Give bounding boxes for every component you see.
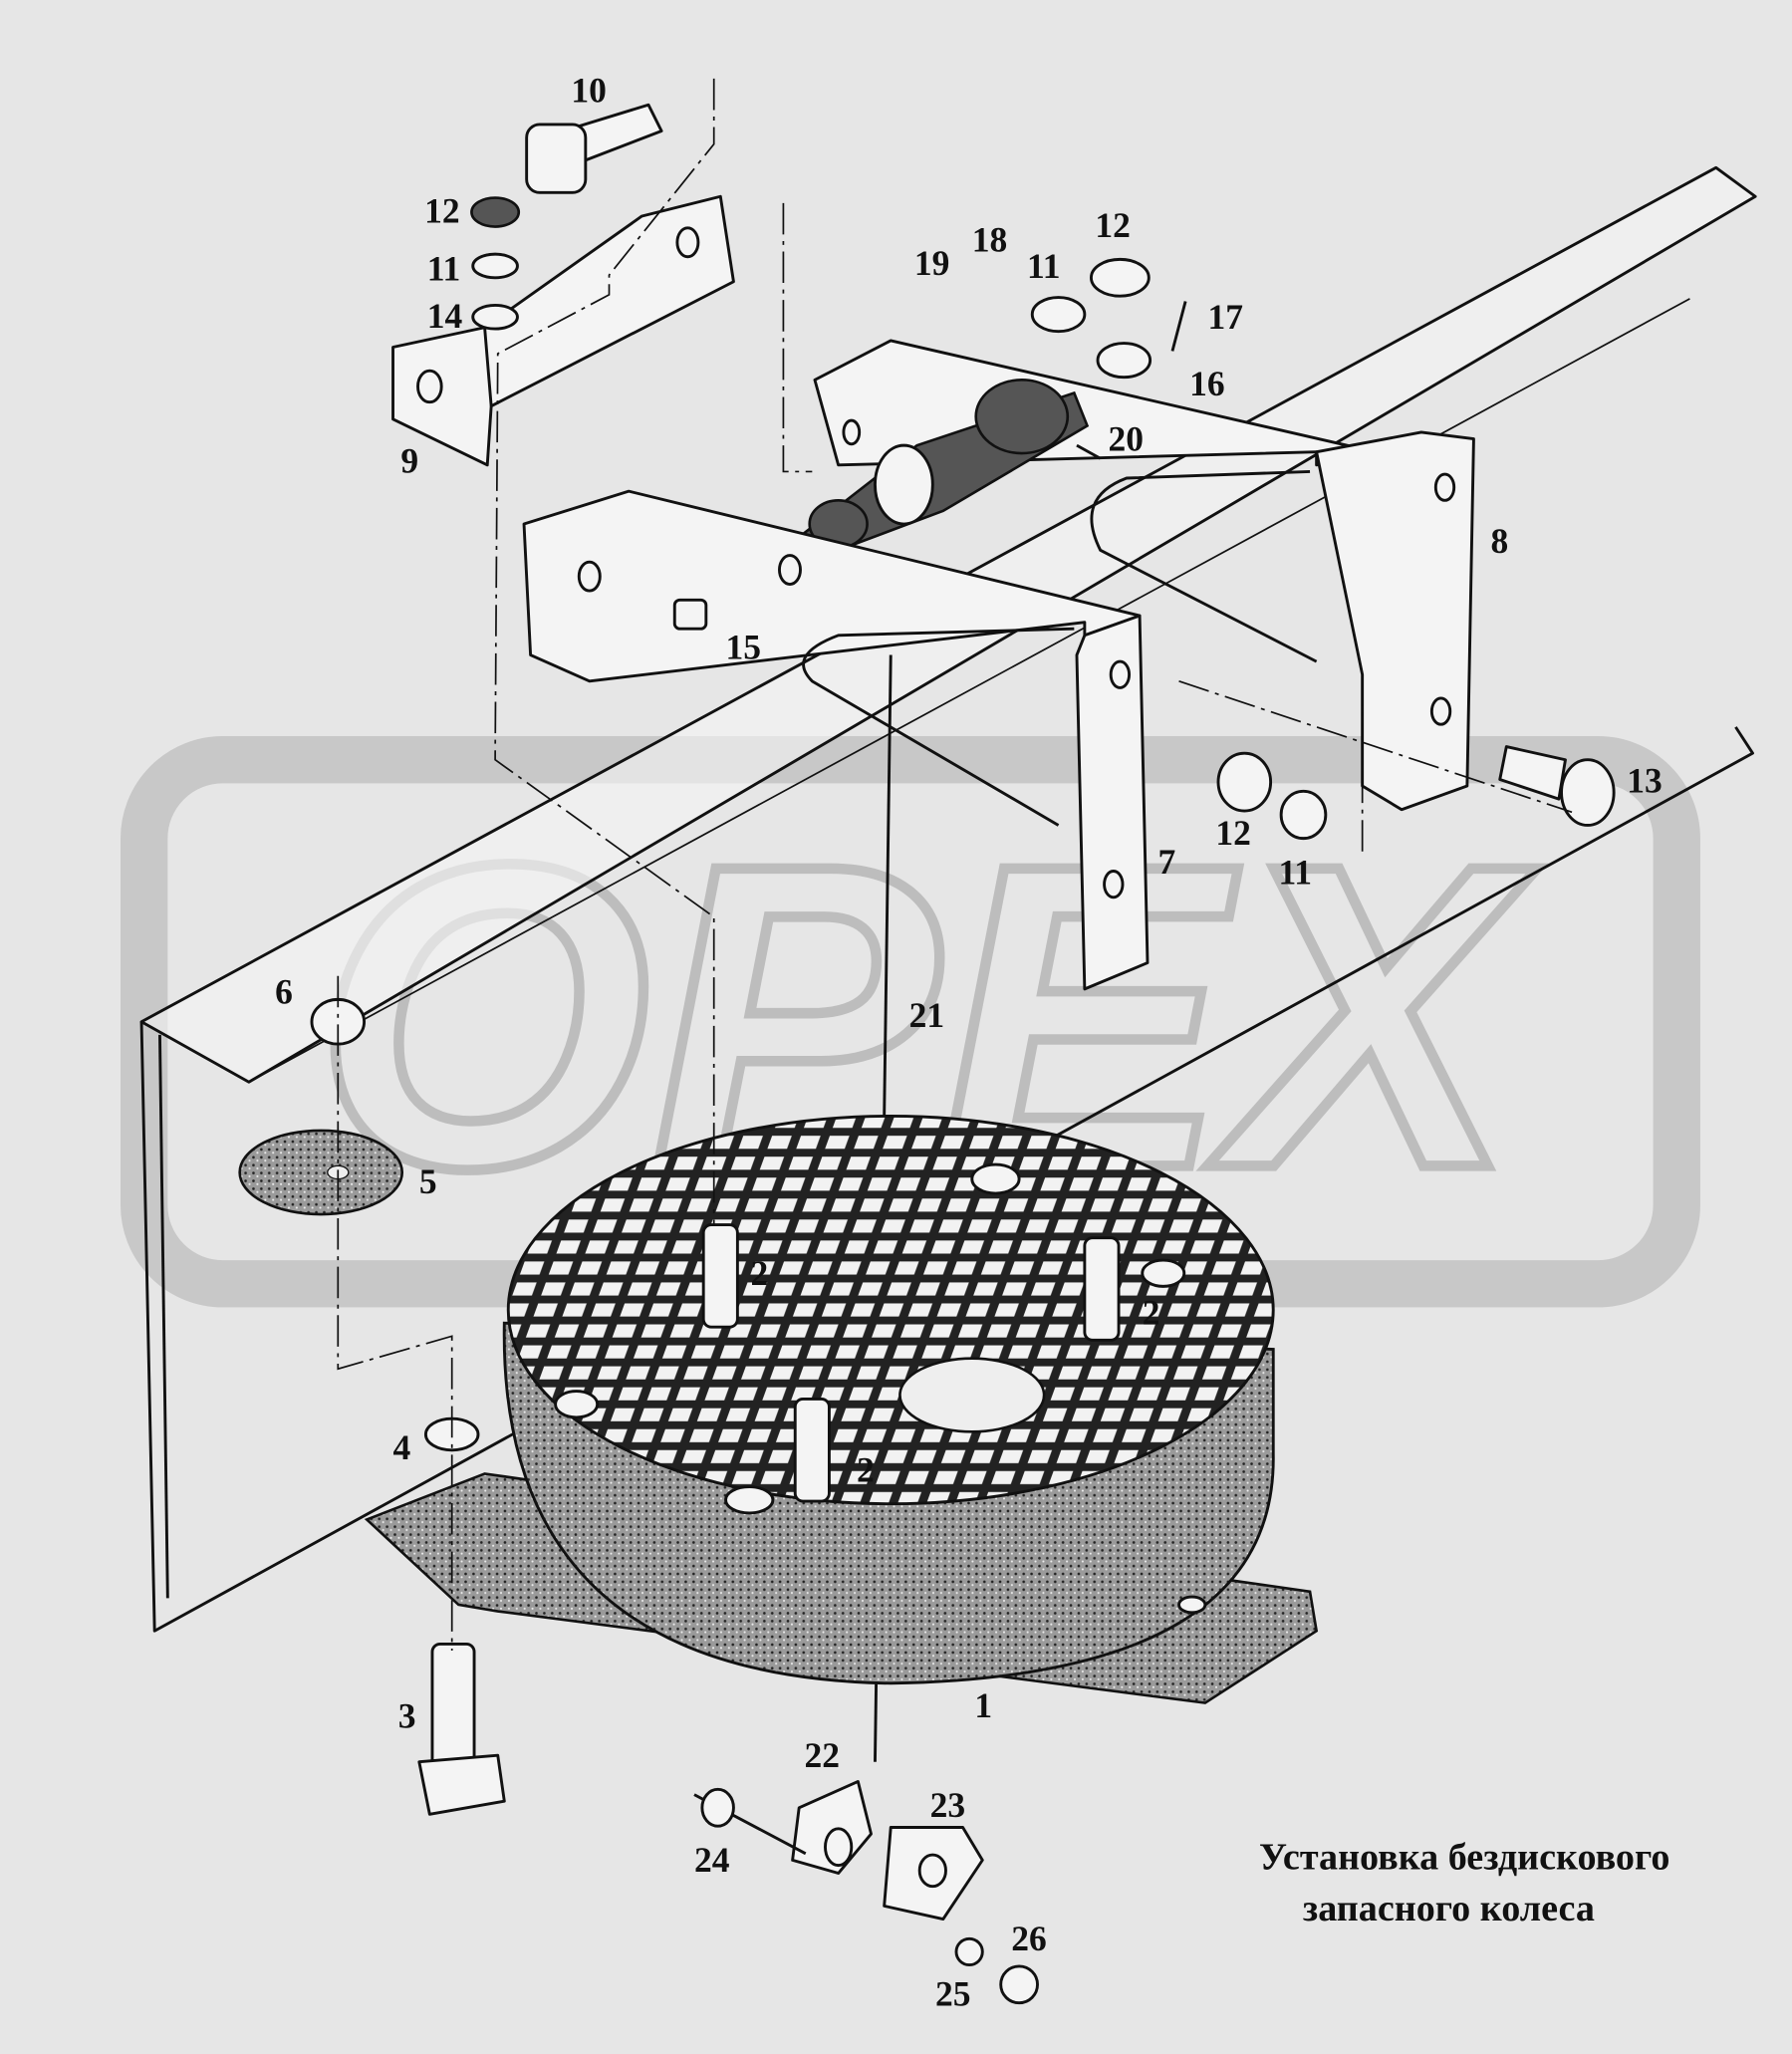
nut-12-lower <box>1216 751 1273 813</box>
washer-11-lower <box>1279 789 1328 841</box>
washer-11-upper <box>471 252 519 280</box>
label-13: 13 <box>1627 761 1663 801</box>
caption-line-2: запасного колеса <box>1303 1888 1595 1929</box>
washer-14 <box>471 303 519 331</box>
label-5: 5 <box>419 1161 437 1201</box>
label-21: 21 <box>909 995 945 1035</box>
bolt-3 <box>417 1642 506 1816</box>
label-18: 18 <box>972 219 1008 259</box>
label-9: 9 <box>400 441 418 481</box>
label-15: 15 <box>726 627 762 666</box>
stud-2 <box>1083 1236 1121 1342</box>
label-2: 2 <box>1143 1293 1160 1333</box>
washer-16 <box>1096 342 1152 380</box>
pin-20 <box>1076 443 1102 460</box>
diagram-caption: Установка бездискового запасного колеса <box>1259 1837 1669 1929</box>
label-22: 22 <box>804 1735 840 1775</box>
bracket-7 <box>522 489 1150 991</box>
label-10: 10 <box>571 71 607 111</box>
label-4: 4 <box>393 1427 411 1467</box>
caption-line-1: Установка бездискового <box>1259 1837 1669 1879</box>
bolt-13 <box>1498 745 1616 827</box>
label-1: 1 <box>974 1685 992 1725</box>
washer-25 <box>954 1936 984 1967</box>
bolt-10 <box>525 103 663 194</box>
plate-22 <box>791 1780 873 1875</box>
label-12: 12 <box>1215 813 1251 853</box>
label-2: 2 <box>751 1253 769 1293</box>
label-12: 12 <box>424 191 460 231</box>
label-8: 8 <box>1491 521 1509 561</box>
nut-12-upper <box>470 196 521 228</box>
label-14: 14 <box>427 296 463 336</box>
label-2: 2 <box>857 1449 875 1489</box>
label-26: 26 <box>1011 1919 1047 1958</box>
label-3: 3 <box>398 1696 416 1736</box>
bolt-24 <box>693 1787 807 1856</box>
label-6: 6 <box>275 971 293 1011</box>
label-19: 19 <box>914 243 950 283</box>
wheel-carrier-1 <box>364 1114 1319 1704</box>
part-labels: 10 12 11 14 9 19 18 11 12 17 16 20 8 15 … <box>275 71 1663 2014</box>
plate-23 <box>883 1826 984 1921</box>
label-16: 16 <box>1189 364 1225 403</box>
label-11: 11 <box>1027 246 1061 286</box>
label-11: 11 <box>427 248 461 288</box>
label-25: 25 <box>935 1973 971 2013</box>
label-12: 12 <box>1095 205 1131 245</box>
label-11: 11 <box>1278 853 1312 893</box>
bracket-9 <box>391 194 735 467</box>
nut-26 <box>999 1964 1039 2005</box>
stud-2 <box>793 1398 831 1503</box>
label-7: 7 <box>1158 842 1176 882</box>
washer-11-right <box>1030 296 1087 334</box>
plate-5 <box>238 1129 404 1216</box>
assembly-lines <box>337 78 1573 1651</box>
label-20: 20 <box>1109 418 1145 458</box>
nut-12-right <box>1089 257 1151 298</box>
cotter-pin-17 <box>1170 301 1187 352</box>
label-24: 24 <box>694 1840 730 1880</box>
stud-2 <box>701 1223 739 1329</box>
winch-shaft <box>796 379 1090 552</box>
label-23: 23 <box>930 1785 966 1825</box>
label-17: 17 <box>1207 297 1243 337</box>
